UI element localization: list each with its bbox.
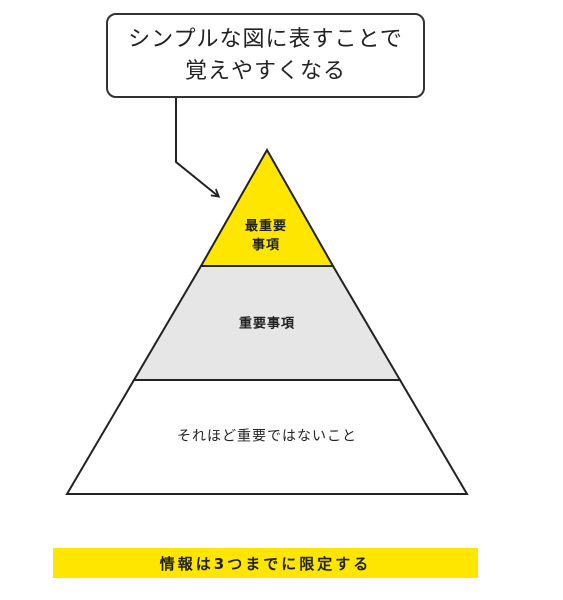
- pyramid-top-label: 最重要 事項: [245, 217, 287, 255]
- pyramid-tier-top: [199, 147, 335, 267]
- pyramid-top-label-line-1: 最重要: [244, 219, 288, 234]
- pyramid-top-label-line-2: 事項: [251, 238, 281, 253]
- callout-text-line-1: シンプルな図に表すことで: [128, 26, 403, 52]
- callout-box: シンプルな図に表すことで 覚えやすくなる: [106, 13, 425, 98]
- summary-banner: 情報は3つまでに限定する: [53, 548, 478, 578]
- connector-arrow: [175, 98, 221, 198]
- summary-banner-text: 情報は3つまでに限定する: [159, 554, 372, 573]
- pyramid-bottom-label: それほど重要ではないこと: [177, 428, 357, 445]
- callout-text-line-2: 覚えやすくなる: [184, 58, 346, 84]
- pyramid-middle-label: 重要事項: [238, 316, 296, 332]
